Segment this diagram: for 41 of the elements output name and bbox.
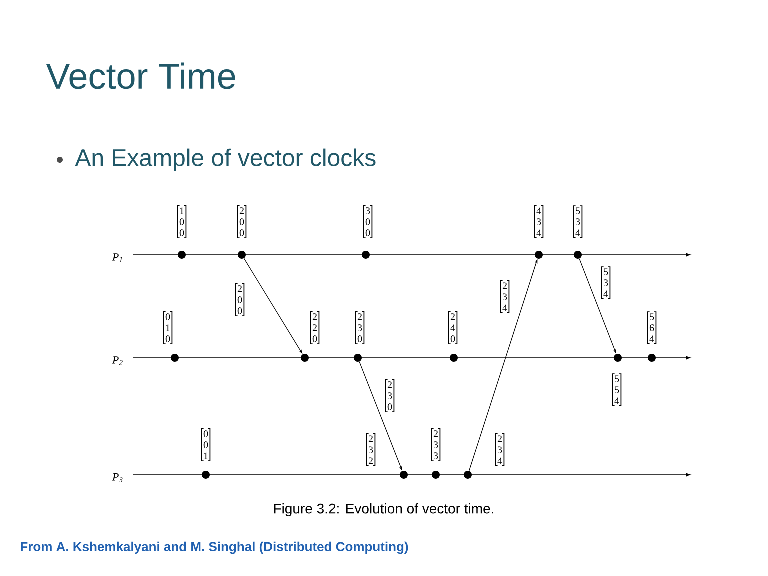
source-note: From A. Kshemkalyani and M. Singhal (Distributed Computing) [21, 542, 408, 554]
event-dot [614, 354, 622, 362]
process-label: P$_{3}$ [112, 474, 123, 482]
edge-label: 2 3 4 [500, 280, 510, 314]
event-dot [400, 471, 408, 479]
vector-timestamp: 2 3 4 [495, 434, 505, 466]
edge-label: 5 3 4 [601, 266, 611, 300]
vector-timestamp: 4 3 4 [534, 206, 544, 238]
vector-timestamp: 2 0 0 [237, 205, 247, 238]
event-dot [202, 471, 210, 479]
vector-timestamp: 2 4 0 [448, 312, 458, 344]
vector-timestamp: 5 6 4 [647, 312, 657, 344]
process-label: P$_{1}$ [112, 254, 122, 262]
event-dot [238, 251, 246, 259]
figure-caption: Figure 3.2: Evolution of vector time. [274, 503, 494, 517]
vector-timestamp: 3 0 0 [363, 205, 373, 238]
event-dot [574, 251, 582, 259]
event-dot [535, 251, 543, 259]
vector-timestamp: 5 5 4 [612, 374, 622, 406]
event-dot [648, 354, 656, 362]
edge-label: 2 0 0 [235, 284, 245, 316]
event-dot [432, 471, 440, 479]
event-dot [178, 251, 186, 259]
vector-timestamp: 2 3 3 [431, 428, 441, 462]
edge-label: 2 3 0 [385, 380, 395, 412]
bullet-text: An Example of vector clocks [75, 148, 376, 172]
slide-title: Vector Time [46, 62, 236, 90]
event-dot [464, 471, 472, 479]
event-dot [301, 354, 309, 362]
vector-timestamp: 2 3 0 [355, 312, 365, 344]
vector-timestamp: 2 2 0 [310, 312, 320, 344]
vector-timestamp: 0 0 1 [201, 428, 211, 462]
vector-timestamp: 0 1 0 [163, 311, 173, 345]
vector-timestamp: 1 0 0 [177, 206, 187, 238]
event-dot [450, 354, 458, 362]
event-dot [362, 251, 370, 259]
vector-timestamp: 2 3 2 [366, 434, 376, 466]
vector-timestamp: 5 3 4 [573, 206, 583, 238]
event-dot [354, 354, 362, 362]
event-dot [171, 354, 179, 362]
process-label: P$_{2}$ [112, 356, 123, 366]
